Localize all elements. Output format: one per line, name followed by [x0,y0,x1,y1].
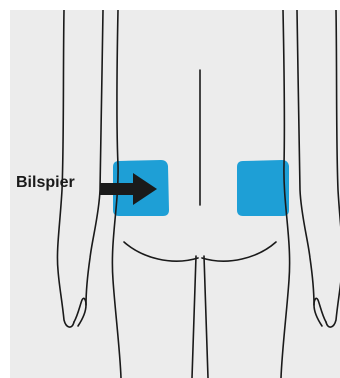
right-arm-inner [297,10,314,305]
left-hand [74,298,86,326]
body-outline [57,10,340,378]
callout-label-bilspier: Bilspier [16,175,75,191]
right-hand [314,298,326,326]
left-leg-inner [192,256,196,378]
right-leg-inner [204,256,208,378]
body-back-view [10,10,340,378]
right-buttock-curve [202,242,276,261]
right-arm-outer [326,10,340,327]
body-illustration-panel [10,10,340,378]
left-arm-inner [86,10,103,305]
left-buttock-curve [124,242,198,261]
injection-zone-right-buttock [237,160,289,216]
left-arm-outer [57,10,74,327]
